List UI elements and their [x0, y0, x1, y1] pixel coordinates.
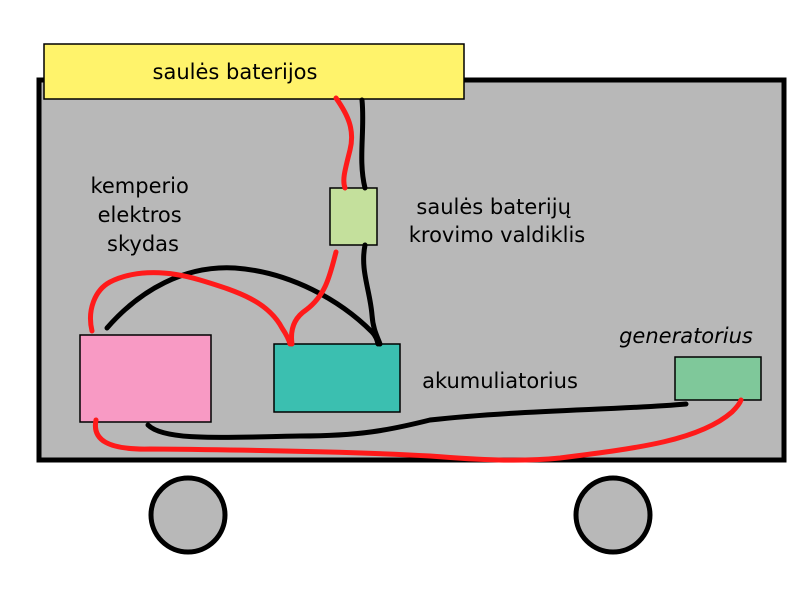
panel-board-label: kemperio elektros skydas	[90, 174, 195, 256]
wire-panel-battery-red	[88, 270, 293, 347]
wire-panel-generator-black	[145, 401, 689, 440]
charge-controller-box	[329, 187, 378, 246]
wire-controller-battery-red	[289, 249, 339, 347]
wire-solar-controller-black	[359, 97, 368, 191]
wheel-right	[573, 475, 653, 555]
solar-panels-label: saulės baterijos	[153, 60, 318, 84]
charge-controller-label: saulės baterijų krovimo valdiklis	[409, 195, 586, 247]
battery-label: akumuliatorius	[422, 369, 578, 393]
positive-wires	[88, 95, 744, 463]
solar-panels-box	[43, 43, 465, 100]
generator-label: generatorius	[619, 324, 753, 348]
negative-wires	[104, 97, 689, 440]
generator-box	[674, 356, 762, 401]
wire-solar-controller-red	[333, 95, 355, 191]
panel-board-box	[79, 334, 212, 423]
battery-box	[273, 343, 401, 413]
wire-panel-battery-black	[104, 265, 381, 347]
wire-panel-generator-red	[92, 397, 744, 463]
wheel-left	[148, 475, 228, 555]
